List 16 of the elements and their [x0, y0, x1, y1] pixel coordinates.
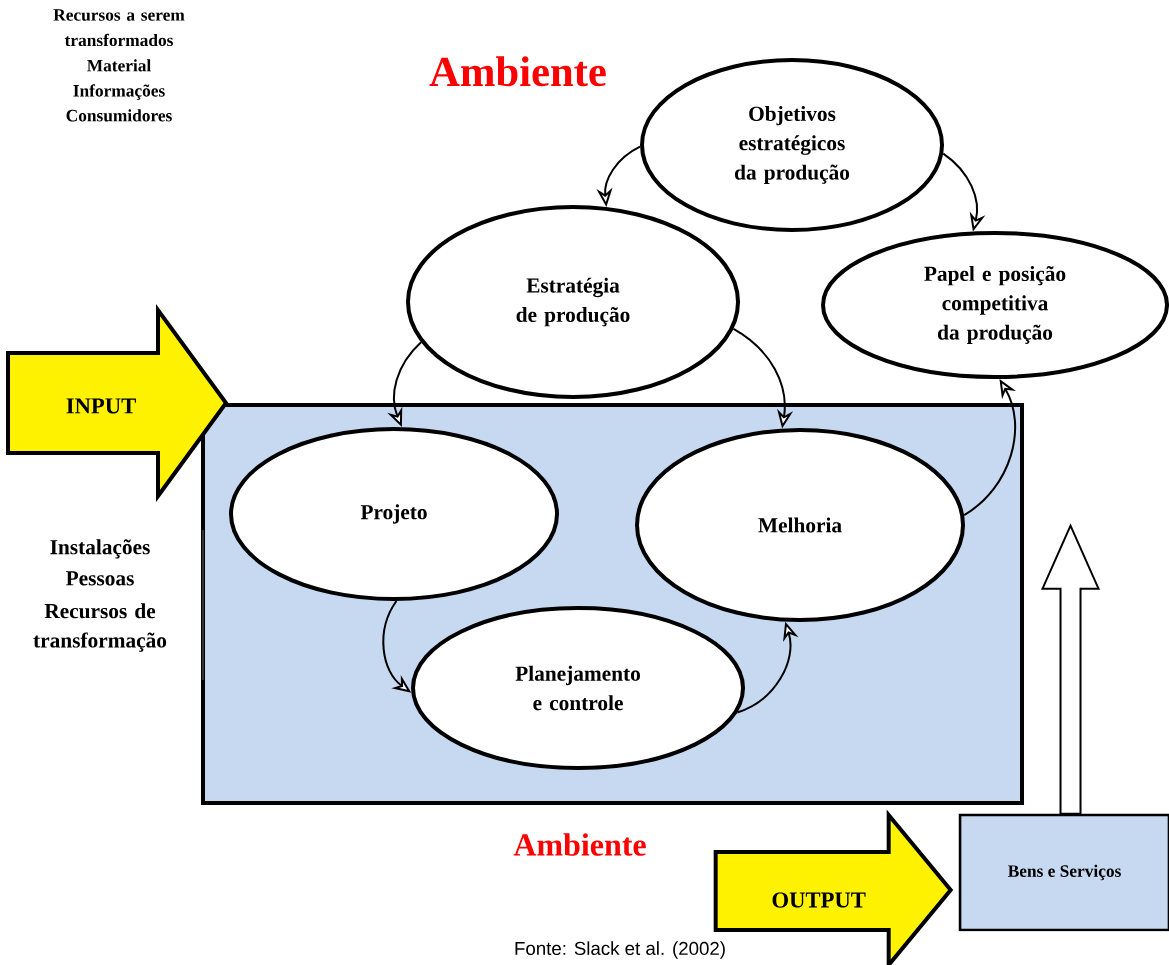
caption: Fonte: Slack et al. (2002) [515, 941, 725, 959]
output-box: Bens e Serviços [958, 813, 1169, 932]
label: Pessoas [66, 571, 134, 586]
label: Recursos de transformação [33, 603, 167, 652]
label: Material [87, 59, 151, 72]
hollow-arrow [1041, 523, 1101, 815]
label: Ambiente [429, 56, 606, 87]
block-arrow [6, 303, 229, 503]
edge-label: INPUT [66, 398, 136, 414]
edge-label: OUTPUT [772, 892, 866, 908]
label: Ambiente [513, 833, 646, 856]
label: Consumidores [66, 109, 172, 122]
block-arrow [713, 809, 954, 965]
label: Instalações [50, 539, 150, 559]
label: Informações [73, 84, 165, 101]
label: Recursos a serem transformados [53, 9, 185, 47]
